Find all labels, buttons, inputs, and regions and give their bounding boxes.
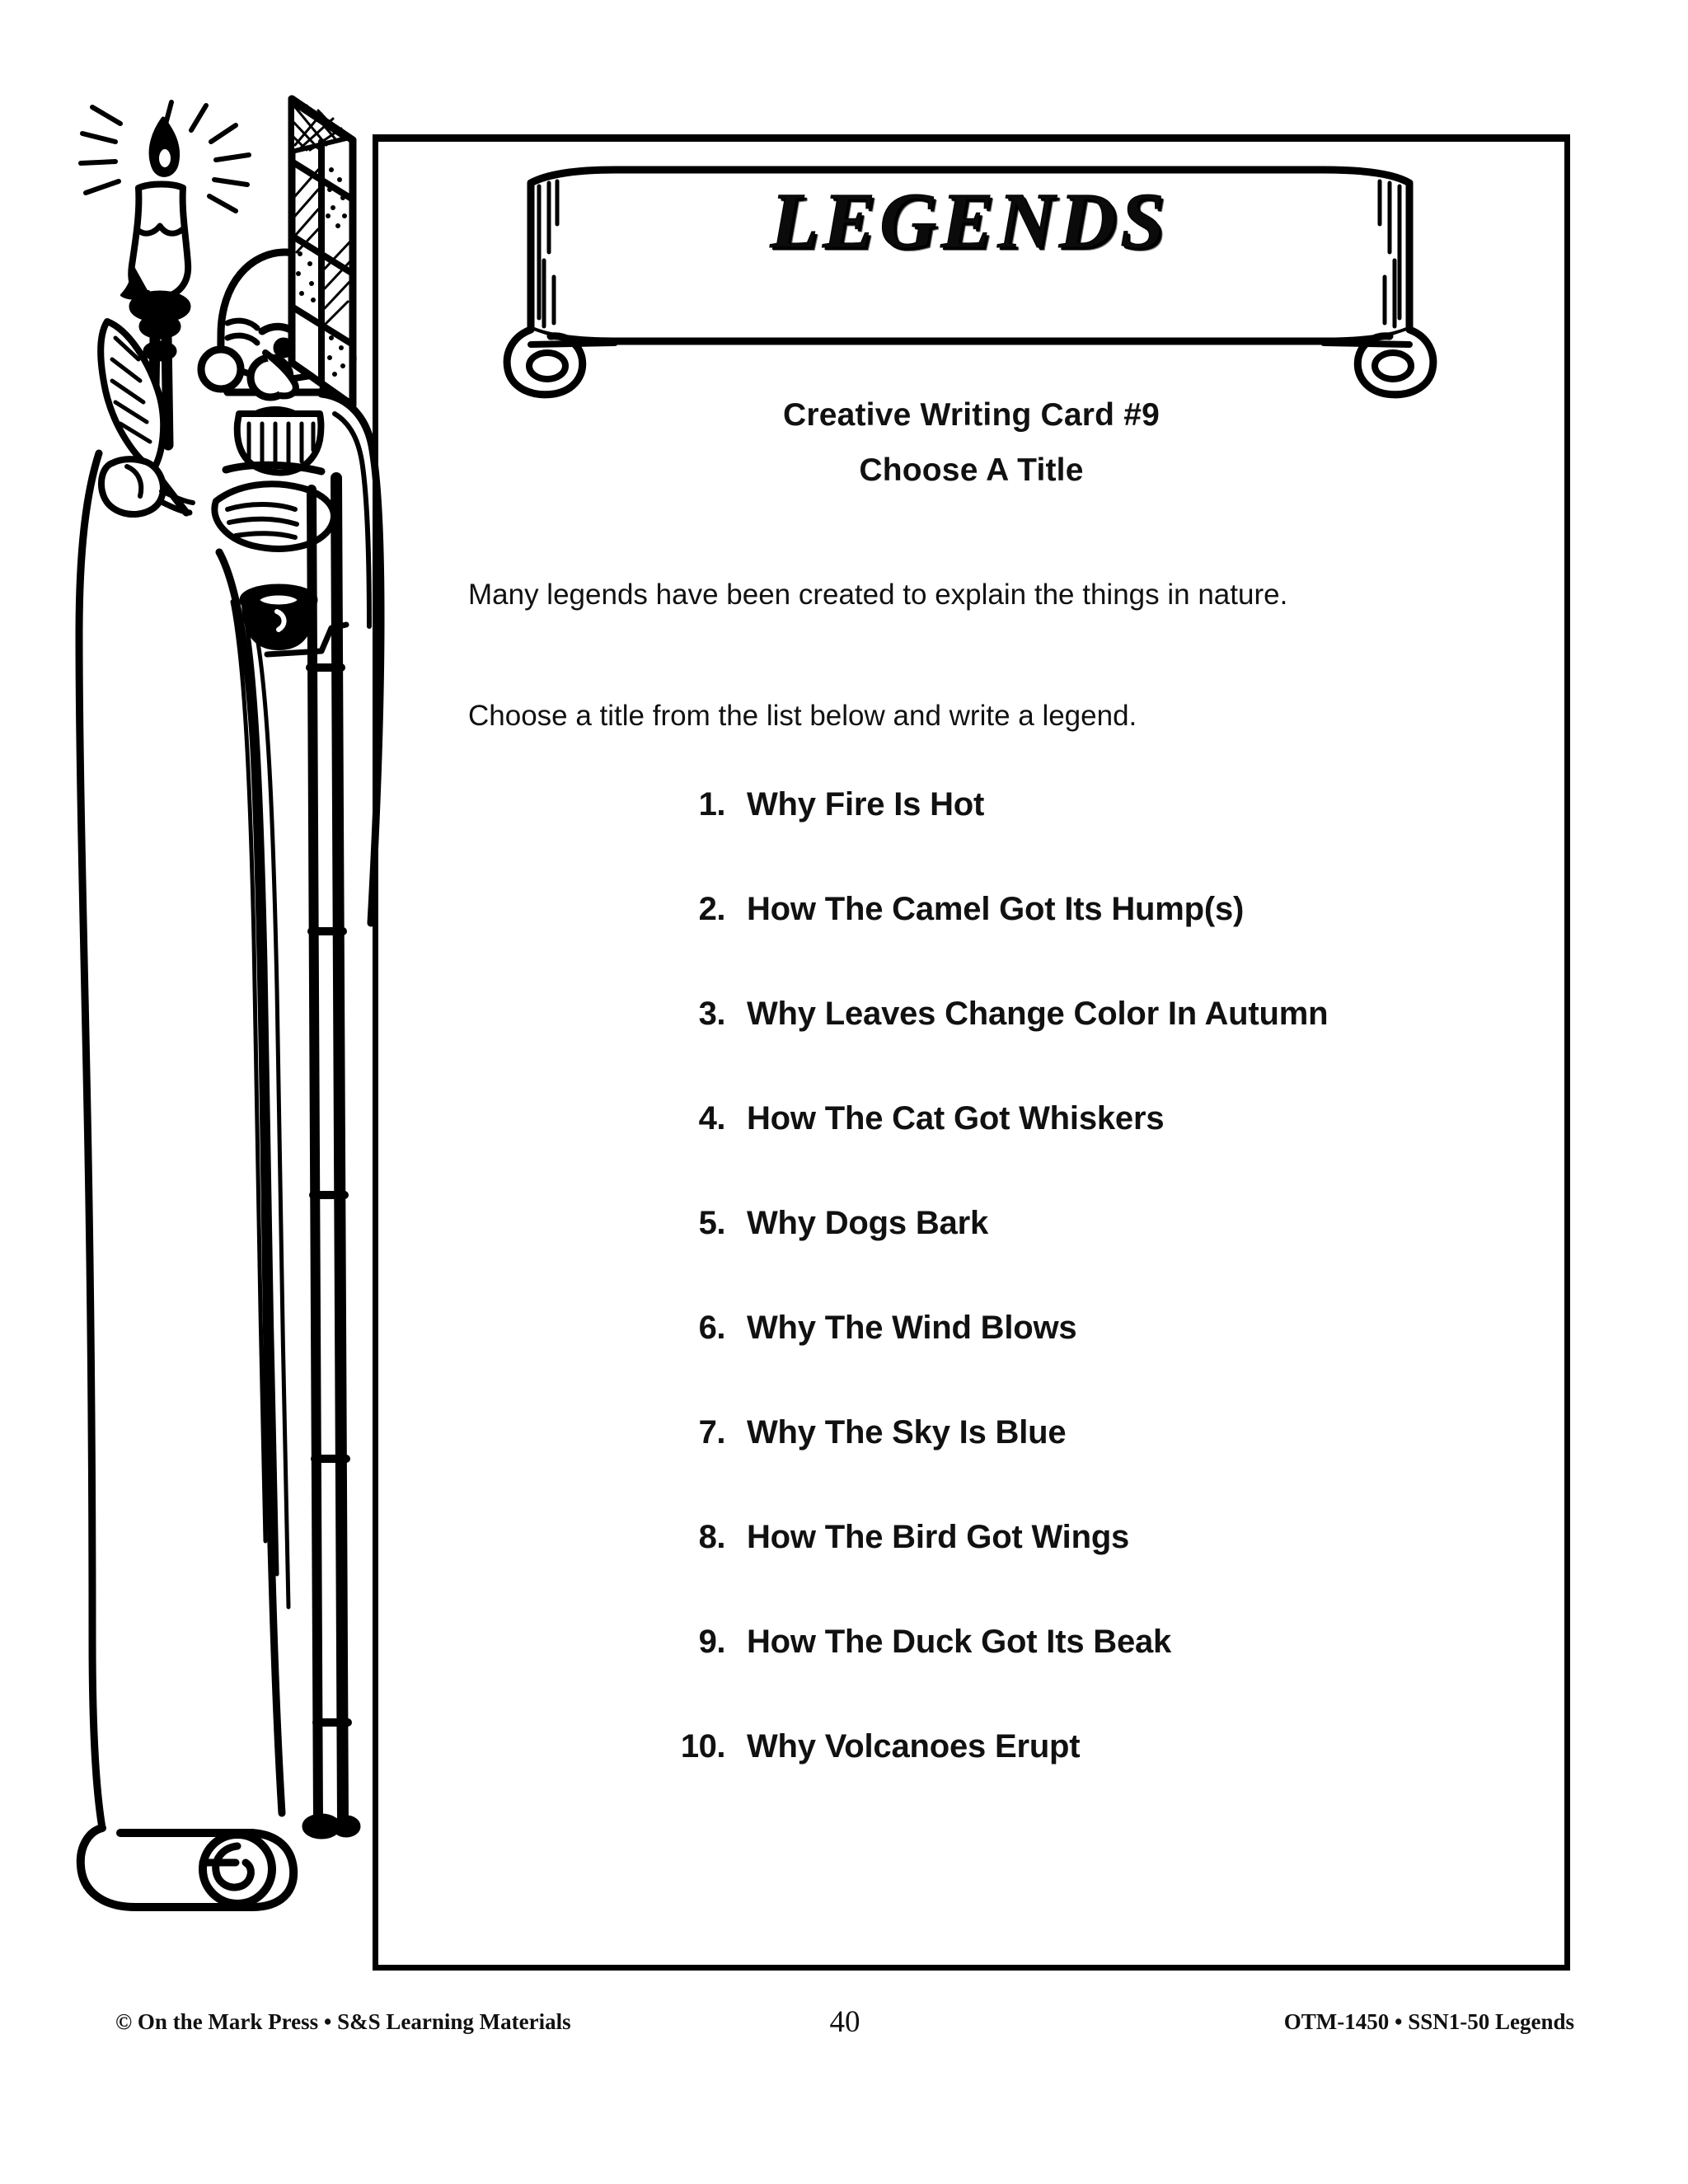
list-item-label: Why Leaves Change Color In Autumn — [747, 996, 1329, 1032]
list-item-number: 4. — [698, 1100, 726, 1137]
candle-rays-icon — [78, 100, 251, 213]
list-item-number: 9. — [698, 1624, 726, 1660]
lectern-stand — [302, 472, 361, 1840]
inkwell-icon — [239, 583, 318, 650]
page-title: LEGENDS — [770, 176, 1169, 265]
list-item[interactable]: 2. How The Camel Got Its Hump(s) — [406, 891, 1603, 996]
list-item[interactable]: 4. How The Cat Got Whiskers — [406, 1100, 1603, 1205]
list-item-number: 6. — [698, 1310, 726, 1346]
list-item-label: Why Dogs Bark — [747, 1205, 989, 1241]
list-item[interactable]: 3. Why Leaves Change Color In Autumn — [406, 996, 1603, 1100]
list-item-label: Why The Wind Blows — [747, 1310, 1077, 1346]
card-number-heading: Creative Writing Card #9 — [782, 397, 1160, 433]
scribe-nose — [262, 349, 299, 400]
intro-paragraph-1: Many legends have been created to explai… — [468, 579, 1288, 611]
banner-scroll — [491, 153, 1447, 401]
scribe-illustration — [74, 91, 420, 1986]
list-item-label: Why The Sky Is Blue — [747, 1414, 1067, 1451]
banner-left-curl — [503, 326, 618, 399]
list-item[interactable]: 9. How The Duck Got Its Beak — [406, 1624, 1603, 1728]
list-item-number: 5. — [698, 1205, 726, 1241]
footer-product-code: OTM-1450 • SSN1-50 Legends — [1283, 2009, 1574, 2034]
banner-right-curl — [1320, 326, 1437, 399]
list-item-label: Why Fire Is Hot — [747, 786, 985, 823]
list-item[interactable]: 6. Why The Wind Blows — [406, 1310, 1603, 1414]
list-item[interactable]: 5. Why Dogs Bark — [406, 1205, 1603, 1310]
scribe-arm — [222, 461, 326, 476]
window-icon — [288, 95, 357, 410]
list-item-label: How The Duck Got Its Beak — [747, 1624, 1172, 1660]
list-item-number: 1. — [698, 786, 726, 823]
list-item-label: How The Bird Got Wings — [747, 1519, 1130, 1555]
candle-icon — [128, 180, 192, 302]
page-number: 40 — [829, 2005, 860, 2039]
title-options-list: 1. Why Fire Is Hot 2. How The Camel Got … — [373, 786, 1603, 1833]
scroll-curl — [199, 1830, 276, 1908]
page-footer: © On the Mark Press • S&S Learning Mater… — [115, 2005, 1574, 2047]
list-item[interactable]: 10. Why Volcanoes Erupt — [406, 1728, 1603, 1833]
list-item[interactable]: 7. Why The Sky Is Blue — [406, 1414, 1603, 1519]
page-border — [373, 134, 1570, 1971]
parchment-scroll — [75, 449, 106, 1832]
list-item-label: Why Volcanoes Erupt — [747, 1728, 1081, 1765]
list-item[interactable]: 8. How The Bird Got Wings — [406, 1519, 1603, 1624]
scribe-robe — [317, 390, 385, 927]
list-item-number: 2. — [698, 891, 726, 927]
list-item-number: 10. — [680, 1728, 726, 1765]
list-item-number: 8. — [698, 1519, 726, 1555]
footer-copyright: © On the Mark Press • S&S Learning Mater… — [115, 2009, 571, 2034]
list-item-number: 7. — [698, 1414, 726, 1451]
list-item-label: How The Camel Got Its Hump(s) — [747, 891, 1245, 927]
list-item-label: How The Cat Got Whiskers — [747, 1100, 1165, 1137]
list-item[interactable]: 1. Why Fire Is Hot — [406, 786, 1603, 891]
choose-title-heading: Choose A Title — [859, 452, 1084, 488]
list-item-number: 3. — [698, 996, 726, 1032]
intro-paragraph-2: Choose a title from the list below and w… — [468, 700, 1137, 732]
